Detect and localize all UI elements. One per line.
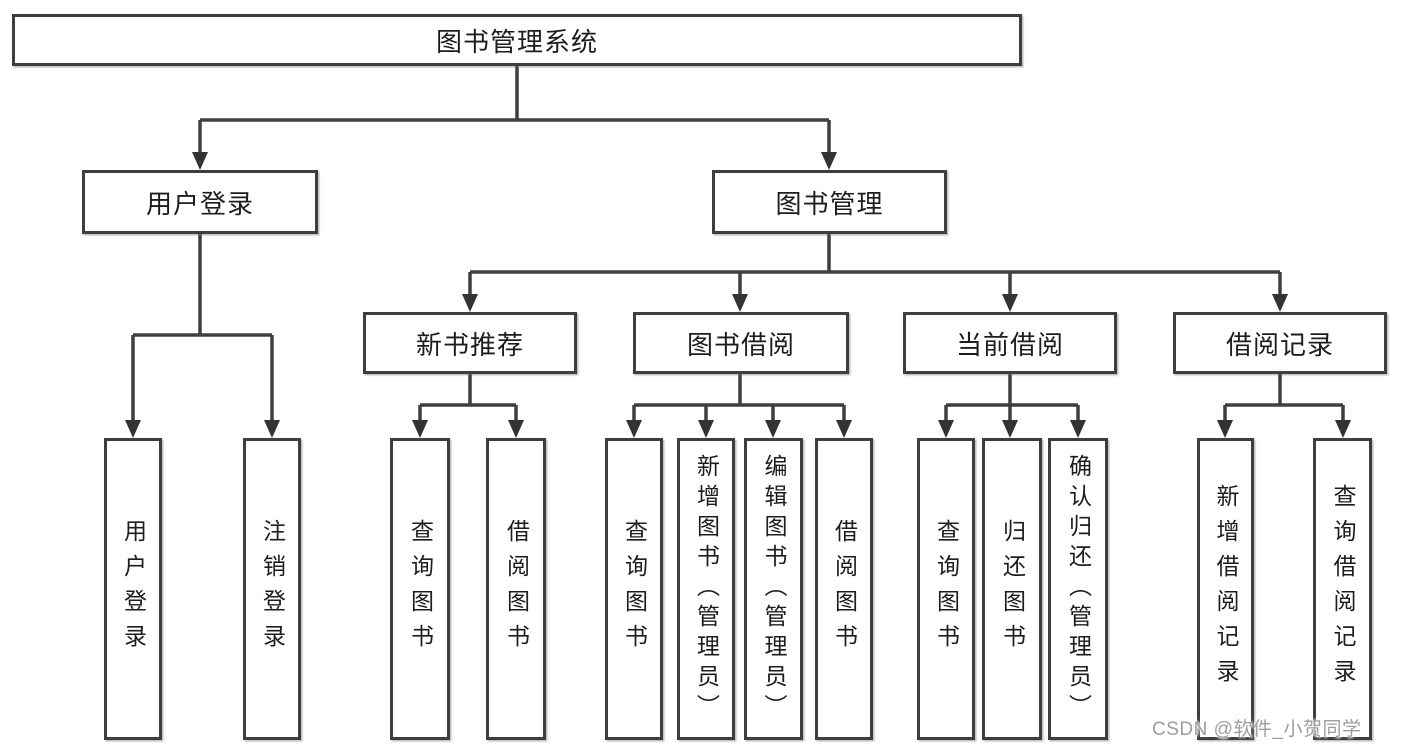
node-user-login: 用户登录 (82, 170, 318, 234)
node-bb-borrow-books: 借阅图书 (815, 438, 873, 740)
node-book-borrow: 图书借阅 (633, 312, 849, 374)
node-login: 用户登录 (104, 438, 162, 740)
node-bb-add-books-admin: 新增图书（管理员） (677, 438, 735, 740)
node-book-management: 图书管理 (712, 170, 947, 234)
node-new-book-recommend: 新书推荐 (363, 312, 577, 374)
node-cb-confirm-return-admin: 确认归还（管理员） (1048, 438, 1108, 740)
node-cb-return-books: 归还图书 (982, 438, 1042, 740)
node-bb-edit-books-admin: 编辑图书（管理员） (744, 438, 803, 740)
node-current-borrow: 当前借阅 (903, 312, 1117, 374)
node-cb-query-books: 查询图书 (917, 438, 975, 740)
node-root-library-management-system: 图书管理系统 (12, 14, 1022, 66)
node-logout: 注销登录 (243, 438, 301, 740)
node-br-add-record: 新增借阅记录 (1197, 438, 1254, 740)
csdn-watermark: CSDN @软件_小贺同学 (1152, 719, 1362, 740)
node-bb-query-books: 查询图书 (605, 438, 663, 740)
node-nbr-borrow-books: 借阅图书 (486, 438, 546, 740)
node-borrow-records: 借阅记录 (1173, 312, 1387, 374)
node-br-query-record: 查询借阅记录 (1313, 438, 1372, 740)
arrowheads (125, 152, 1351, 438)
node-nbr-query-books: 查询图书 (390, 438, 450, 740)
